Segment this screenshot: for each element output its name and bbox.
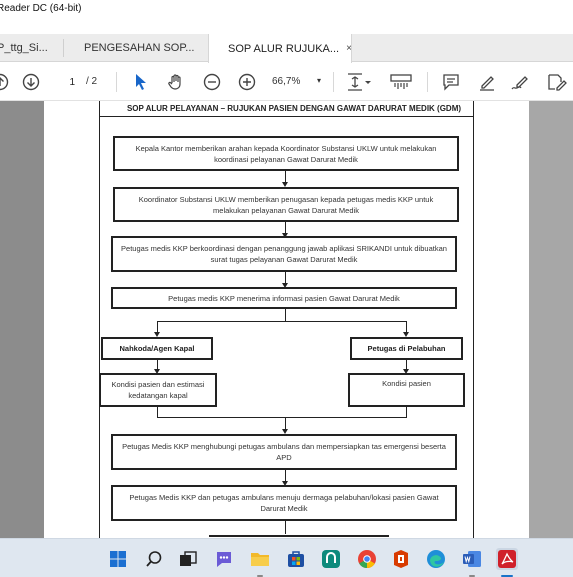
toolbar-divider [427, 72, 428, 92]
arrow-down-icon [403, 369, 409, 374]
flow-step-3: Petugas medis KKP berkoordinasi dengan p… [111, 236, 457, 272]
page-down-icon[interactable] [21, 70, 41, 94]
word-icon[interactable] [461, 548, 483, 577]
right-branch-detail: Kondisi pasien [348, 373, 465, 407]
taskbar [0, 538, 573, 577]
tab-ttg[interactable]: P_ttg_Si... [0, 34, 62, 62]
tab-divider [63, 39, 64, 57]
zoom-out-icon[interactable] [201, 70, 223, 94]
app-icon[interactable] [320, 548, 342, 570]
hand-pan-icon[interactable] [165, 70, 187, 94]
pdf-page: SOP ALUR PELAYANAN – RUJUKAN PASIEN DENG… [44, 101, 529, 538]
left-branch-detail: Kondisi pasien dan estimasi kedatangan k… [99, 373, 217, 407]
flow-step-1: Kepala Kantor memberikan arahan kepada K… [113, 136, 459, 171]
zoom-in-icon[interactable] [236, 70, 258, 94]
select-cursor-icon[interactable] [131, 70, 151, 94]
tab-bar: P_ttg_Si... PENGESAHAN SOP... SOP ALUR R… [0, 34, 573, 63]
connector [157, 321, 407, 322]
fit-page-icon[interactable] [345, 70, 373, 94]
comment-icon[interactable] [440, 70, 462, 94]
arrow-down-icon [403, 332, 409, 337]
zoom-value[interactable]: 66,7% [272, 76, 301, 87]
search-icon[interactable] [143, 548, 165, 570]
connector [157, 417, 407, 418]
connector [406, 407, 407, 417]
connector [285, 309, 286, 321]
document-viewer[interactable]: SOP ALUR PELAYANAN – RUJUKAN PASIEN DENG… [0, 101, 573, 538]
connector [285, 222, 286, 235]
next-step-edge [209, 535, 389, 537]
left-branch-header: Nahkoda/Agen Kapal [101, 337, 213, 360]
connector [285, 521, 286, 534]
connector [406, 321, 407, 333]
flow-step-4: Petugas medis KKP menerima informasi pas… [111, 287, 457, 309]
document-title: SOP ALUR PELAYANAN – RUJUKAN PASIEN DENG… [126, 104, 462, 113]
tab-label: PENGESAHAN SOP... [84, 42, 195, 54]
task-view-icon[interactable] [177, 548, 199, 570]
arrow-down-icon [282, 283, 288, 288]
tab-pengesahan[interactable]: PENGESAHAN SOP... [64, 34, 208, 62]
arrow-down-icon [282, 481, 288, 486]
connector [157, 321, 158, 333]
window-title: Reader DC (64-bit) [0, 3, 82, 14]
tab-sop-alur[interactable]: SOP ALUR RUJUKA... × [208, 34, 352, 63]
arrow-down-icon [282, 429, 288, 434]
flow-step-6: Petugas Medis KKP dan petugas ambulans m… [111, 485, 457, 521]
page-border-right [473, 101, 474, 538]
page-number-input[interactable]: 1 [69, 76, 75, 88]
flow-step-2: Koordinator Substansi UKLW memberikan pe… [113, 187, 459, 222]
chrome-icon[interactable] [356, 548, 378, 570]
connector [157, 407, 158, 417]
viewer-gutter-left [0, 101, 44, 538]
acrobat-icon[interactable] [496, 548, 518, 577]
page-up-icon[interactable] [0, 70, 10, 94]
flow-step-5: Petugas Medis KKP menghubungi petugas am… [111, 434, 457, 470]
connector [285, 470, 286, 483]
close-tab-icon[interactable]: × [346, 43, 352, 54]
toolbar-divider [116, 72, 117, 92]
arrow-down-icon [154, 332, 160, 337]
edit-pdf-icon[interactable] [545, 70, 569, 94]
sign-icon[interactable] [510, 70, 532, 94]
arrow-down-icon [282, 182, 288, 187]
windows-start-icon[interactable] [107, 548, 129, 570]
page-border-left [99, 101, 100, 538]
scroll-mode-icon[interactable] [388, 70, 414, 94]
toolbar: 1 / 2 66,7% ▾ [0, 63, 573, 101]
arrow-down-icon [282, 233, 288, 238]
office-icon[interactable] [390, 548, 412, 570]
connector [285, 417, 286, 431]
tab-label: SOP ALUR RUJUKA... [228, 42, 340, 55]
zoom-dropdown-icon[interactable]: ▾ [317, 76, 322, 85]
connector [157, 360, 158, 371]
tab-label: P_ttg_Si... [0, 42, 48, 54]
edge-icon[interactable] [425, 548, 447, 570]
teams-chat-icon[interactable] [213, 548, 235, 570]
title-rule [99, 116, 474, 117]
connector [285, 171, 286, 184]
connector [406, 360, 407, 371]
viewer-gutter-right [529, 101, 573, 538]
file-explorer-icon[interactable] [249, 548, 271, 577]
highlight-pen-icon[interactable] [476, 70, 498, 94]
right-branch-header: Petugas di Pelabuhan [350, 337, 463, 360]
window-titlebar: Reader DC (64-bit) [0, 0, 573, 20]
toolbar-divider [333, 72, 334, 92]
store-icon[interactable] [285, 548, 307, 570]
arrow-down-icon [154, 369, 160, 374]
connector [285, 272, 286, 285]
page-total: / 2 [86, 76, 98, 87]
